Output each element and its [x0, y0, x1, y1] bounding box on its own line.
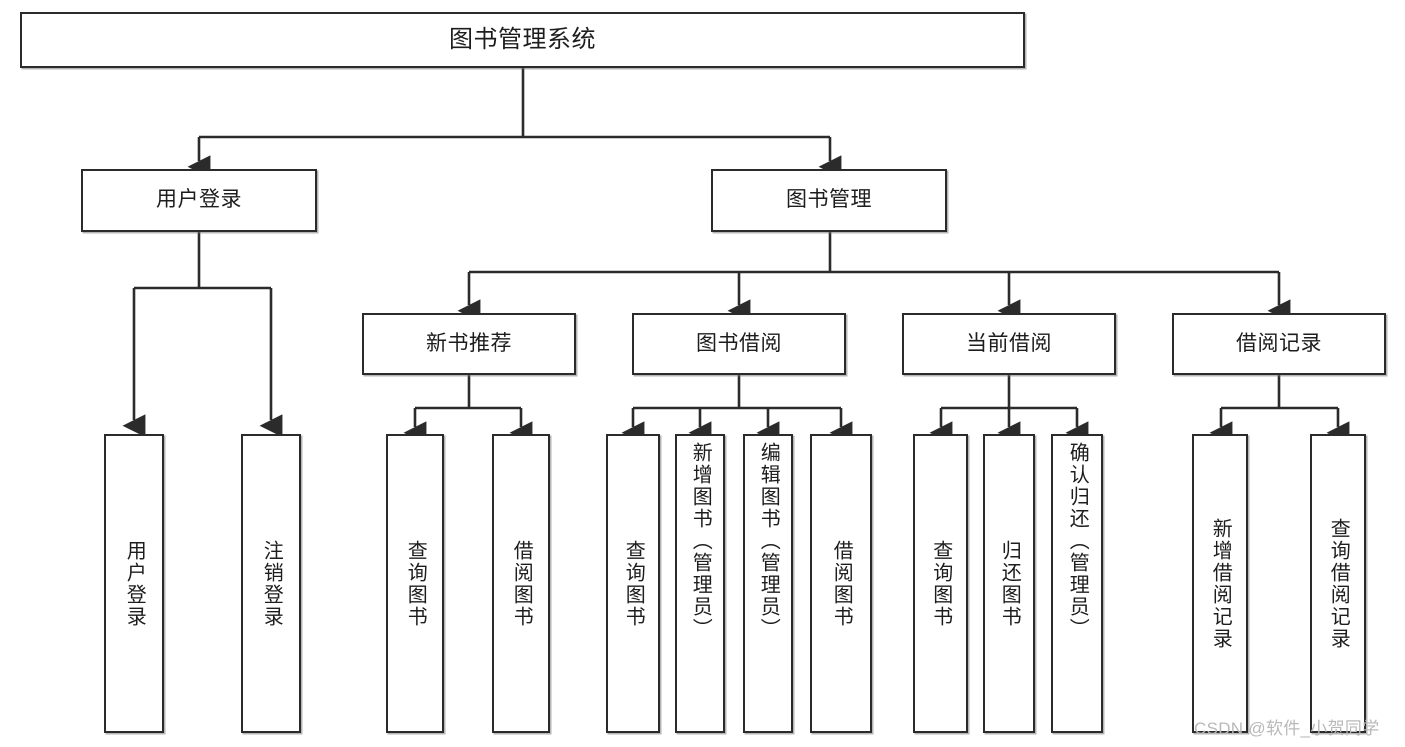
- leaf-edit-book-admin-label: 编辑图书（管理员）: [757, 442, 780, 640]
- leaf-borrow-book-recommend-label: 借阅图书: [510, 539, 533, 628]
- leaf-query-borrow-record-label: 查询借阅记录: [1327, 517, 1350, 650]
- leaf-borrow-book-recommend[interactable]: 借阅图书: [492, 434, 550, 733]
- leaf-query-book-current-label: 查询图书: [929, 539, 952, 628]
- leaf-return-book-label: 归还图书: [998, 539, 1021, 628]
- node-current-borrow[interactable]: 当前借阅: [902, 313, 1116, 375]
- leaf-add-book-admin[interactable]: 新增图书（管理员）: [675, 434, 725, 733]
- node-book-management-label: 图书管理: [786, 188, 872, 212]
- node-borrow-record-label: 借阅记录: [1236, 331, 1322, 355]
- leaf-logout[interactable]: 注销登录: [241, 434, 301, 733]
- node-user-login[interactable]: 用户登录: [81, 169, 317, 232]
- node-book-management[interactable]: 图书管理: [711, 169, 947, 232]
- node-new-book-recommend-label: 新书推荐: [426, 331, 512, 355]
- leaf-query-book-borrow[interactable]: 查询图书: [606, 434, 660, 733]
- leaf-confirm-return-admin[interactable]: 确认归还（管理员）: [1051, 434, 1103, 733]
- leaf-query-book-recommend-label: 查询图书: [404, 539, 427, 628]
- leaf-borrow-book-label: 借阅图书: [830, 539, 853, 628]
- leaf-user-login-label: 用户登录: [123, 539, 146, 628]
- leaf-query-book-borrow-label: 查询图书: [622, 539, 645, 628]
- node-borrow-record[interactable]: 借阅记录: [1172, 313, 1386, 375]
- node-root[interactable]: 图书管理系统: [20, 12, 1025, 68]
- leaf-add-book-admin-label: 新增图书（管理员）: [689, 442, 712, 640]
- node-user-login-label: 用户登录: [156, 188, 242, 212]
- node-book-borrow-label: 图书借阅: [696, 331, 782, 355]
- leaf-logout-label: 注销登录: [260, 539, 283, 628]
- csdn-watermark: CSDN @软件_小贺同学: [1194, 719, 1380, 738]
- leaf-edit-book-admin[interactable]: 编辑图书（管理员）: [743, 434, 793, 733]
- leaf-query-book-current[interactable]: 查询图书: [913, 434, 968, 733]
- leaf-query-borrow-record[interactable]: 查询借阅记录: [1310, 434, 1366, 733]
- leaf-borrow-book[interactable]: 借阅图书: [810, 434, 872, 733]
- leaf-query-book-recommend[interactable]: 查询图书: [386, 434, 444, 733]
- node-book-borrow[interactable]: 图书借阅: [632, 313, 846, 375]
- node-root-label: 图书管理系统: [449, 25, 596, 53]
- leaf-add-borrow-record-label: 新增借阅记录: [1209, 517, 1232, 650]
- leaf-user-login[interactable]: 用户登录: [104, 434, 164, 733]
- node-new-book-recommend[interactable]: 新书推荐: [362, 313, 576, 375]
- leaf-add-borrow-record[interactable]: 新增借阅记录: [1192, 434, 1248, 733]
- leaf-confirm-return-admin-label: 确认归还（管理员）: [1066, 442, 1089, 640]
- node-current-borrow-label: 当前借阅: [966, 331, 1052, 355]
- leaf-return-book[interactable]: 归还图书: [983, 434, 1035, 733]
